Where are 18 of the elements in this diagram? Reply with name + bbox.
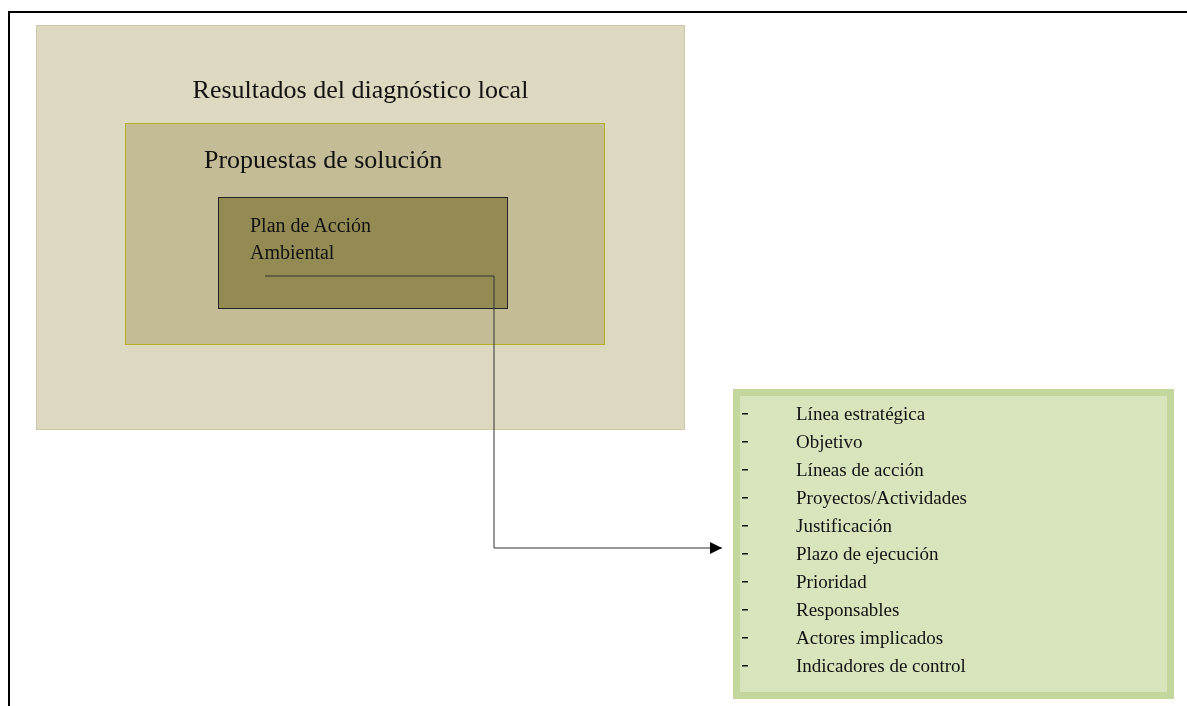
list-item: Línea estratégica bbox=[796, 403, 926, 425]
list-item: Justificación bbox=[796, 515, 893, 537]
nested-box bbox=[36, 25, 685, 430]
nested-box bbox=[218, 197, 508, 309]
connector-arrow bbox=[264, 275, 723, 554]
list-item: Líneas de acción bbox=[796, 459, 924, 481]
box-heading: Resultados del diagnóstico local bbox=[191, 74, 530, 106]
box-heading: Plan de Acción Ambiental bbox=[249, 213, 373, 265]
list-box bbox=[733, 389, 1174, 699]
box-heading: Propuestas de solución bbox=[203, 144, 444, 176]
list-item: Responsables bbox=[796, 599, 900, 621]
list-item: Objetivo bbox=[796, 431, 863, 453]
list-item: Indicadores de control bbox=[796, 655, 966, 677]
list-item: Proyectos/Actividades bbox=[796, 487, 967, 509]
list-item: Prioridad bbox=[796, 571, 867, 593]
list-item: Actores implicados bbox=[796, 627, 944, 649]
nested-box bbox=[125, 123, 605, 345]
list-item: Plazo de ejecución bbox=[796, 543, 939, 565]
